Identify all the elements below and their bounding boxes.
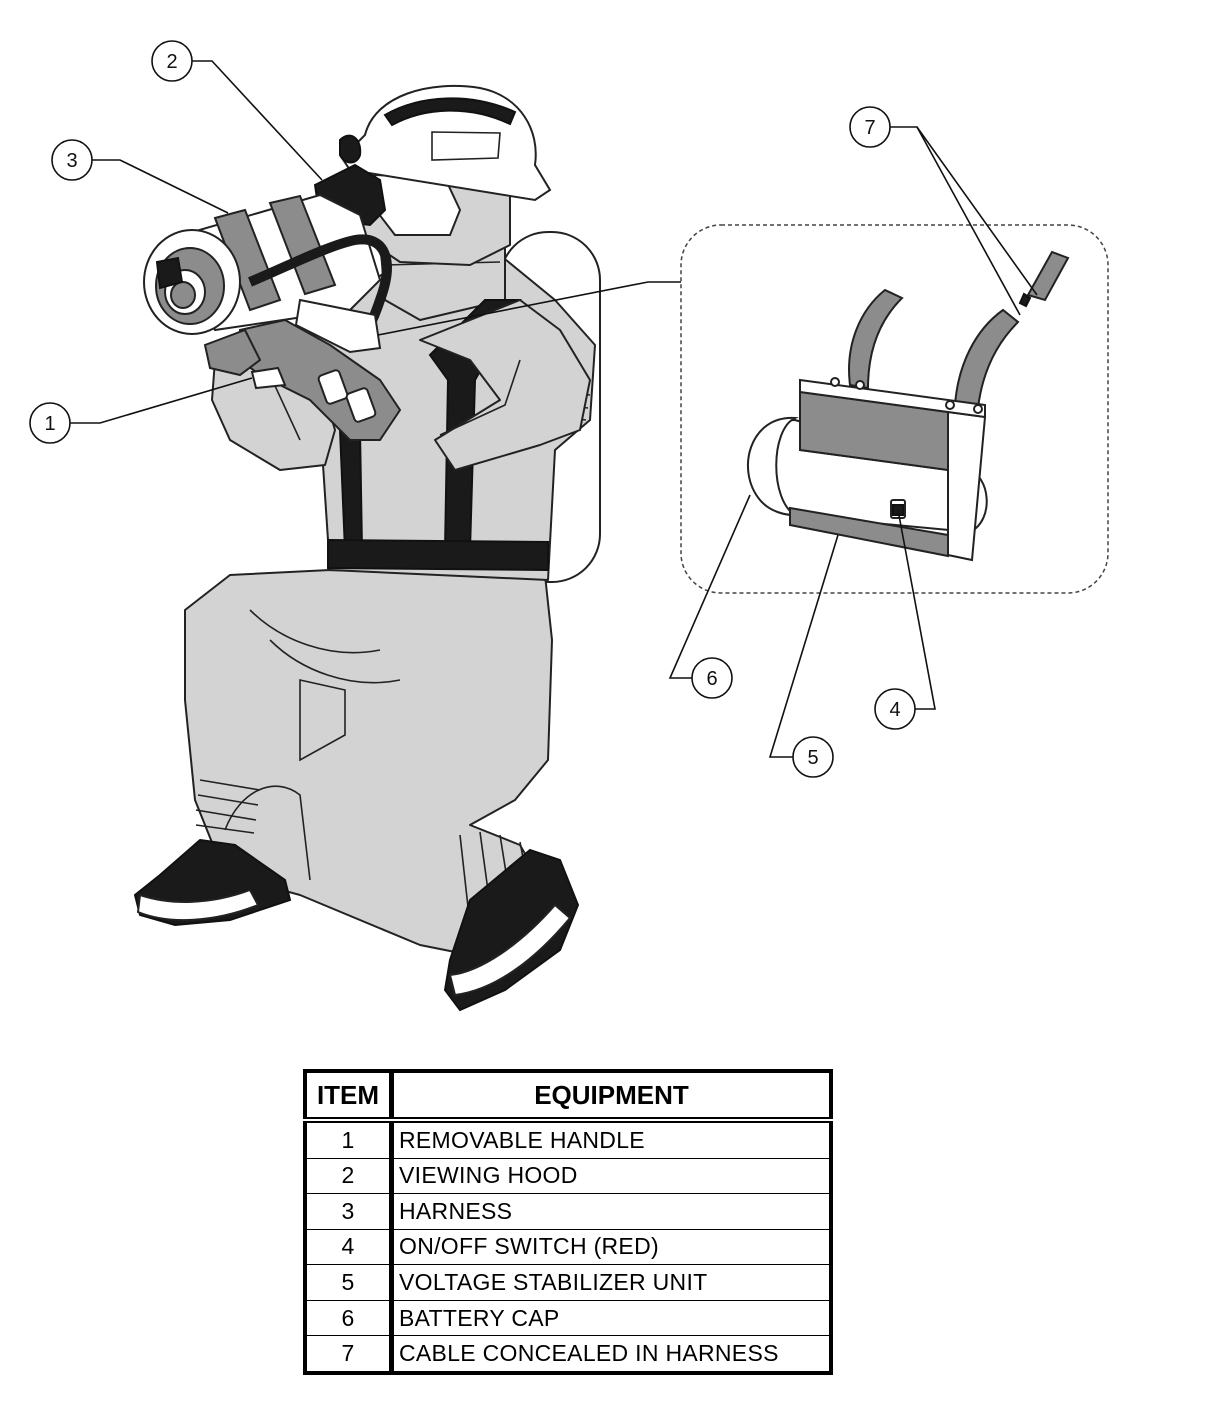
svg-text:1: 1 [44, 413, 55, 435]
equipment-name: BATTERY CAP [391, 1299, 831, 1336]
callout-2: 2 [151, 40, 193, 82]
callout-3: 3 [51, 139, 93, 181]
callouts: 1 2 3 4 5 6 7 [29, 40, 916, 778]
svg-text:2: 2 [166, 51, 177, 73]
svg-text:4: 4 [889, 699, 900, 721]
inset-strap-right [953, 308, 1020, 410]
equipment-column-header: EQUIPMENT [391, 1071, 831, 1123]
inset-border [680, 224, 1109, 594]
table-row: 1 REMOVABLE HANDLE [305, 1119, 831, 1159]
equipment-legend-table: ITEM EQUIPMENT 1 REMOVABLE HANDLE 2 VIEW… [303, 1069, 833, 1375]
table-row: 2 VIEWING HOOD [305, 1157, 831, 1194]
item-number: 5 [305, 1264, 394, 1301]
table-row: 4 ON/OFF SWITCH (RED) [305, 1228, 831, 1265]
thermal-camera [143, 193, 392, 390]
table-row: 3 HARNESS [305, 1193, 831, 1230]
table-row: 6 BATTERY CAP [305, 1299, 831, 1336]
callout-7: 7 [849, 106, 891, 148]
table-row: 7 CABLE CONCEALED IN HARNESS [305, 1335, 831, 1373]
item-number: 7 [305, 1335, 394, 1373]
removable-handle [250, 366, 287, 390]
item-column-header: ITEM [305, 1071, 394, 1123]
callout-1: 1 [29, 402, 71, 444]
callout-5: 5 [792, 736, 834, 778]
item-number: 4 [305, 1228, 394, 1265]
leader-1 [70, 377, 253, 424]
table-header-row: ITEM EQUIPMENT [305, 1071, 831, 1123]
right-arm [419, 299, 591, 471]
leader-4 [897, 509, 936, 710]
table-row: 5 VOLTAGE STABILIZER UNIT [305, 1264, 831, 1301]
leader-7b [916, 126, 1038, 296]
cable-end [1026, 250, 1070, 302]
item-number: 1 [305, 1119, 394, 1159]
item-number: 6 [305, 1299, 394, 1336]
detail-inset [377, 224, 1109, 594]
leader-2 [192, 60, 323, 181]
svg-text:7: 7 [864, 117, 875, 139]
equipment-name: VIEWING HOOD [391, 1157, 831, 1194]
callout-leaders [70, 60, 1038, 758]
leader-3 [92, 159, 229, 214]
inset-strap-left [848, 288, 904, 390]
item-number: 2 [305, 1157, 394, 1194]
equipment-name: HARNESS [391, 1193, 831, 1230]
equipment-name: CABLE CONCEALED IN HARNESS [391, 1335, 831, 1373]
equipment-diagram: .suit { fill: #d3d3d3; stroke: #222; str… [29, 40, 1109, 1012]
callout-6: 6 [691, 657, 733, 699]
callout-4: 4 [874, 688, 916, 730]
firefighter-figure [133, 84, 601, 1012]
item-number: 3 [305, 1193, 394, 1230]
leader-5 [768, 534, 839, 758]
equipment-name: VOLTAGE STABILIZER UNIT [391, 1264, 831, 1301]
equipment-name: REMOVABLE HANDLE [391, 1119, 831, 1159]
battery-cap [746, 416, 799, 517]
leader-7a [890, 126, 1021, 316]
leader-6 [668, 494, 751, 679]
svg-text:5: 5 [807, 747, 818, 769]
svg-text:6: 6 [706, 668, 717, 690]
svg-text:3: 3 [66, 150, 77, 172]
equipment-name: ON/OFF SWITCH (RED) [391, 1228, 831, 1265]
